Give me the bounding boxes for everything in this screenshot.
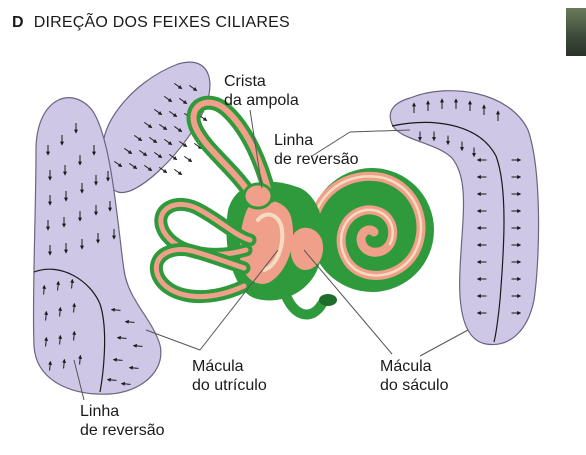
hair-bundle-arrow — [106, 377, 117, 382]
label-reversao-top-line2: de reversão — [274, 151, 359, 168]
leader-macula-saccule — [303, 249, 393, 355]
hair-bundle-arrow — [159, 166, 168, 174]
hair-bundle-arrow — [124, 147, 133, 155]
hair-bundle-arrow — [164, 95, 173, 103]
label-macula-saculo: Mácula do sáculo — [380, 357, 449, 395]
cochlear-duct-core — [308, 175, 423, 277]
hair-bundle-arrow — [174, 168, 183, 176]
utricle-arrows — [42, 123, 143, 386]
hair-bundle-arrow — [199, 114, 208, 122]
hair-bundle-arrow — [144, 164, 153, 172]
hair-bundle-arrow — [58, 334, 63, 345]
saccule-body — [290, 227, 324, 270]
utricle-highlight — [256, 212, 285, 272]
hair-bundle-arrow — [70, 278, 75, 289]
label-utriculo-line2: do utrículo — [192, 377, 267, 394]
hair-bundle-arrow — [139, 149, 148, 157]
hair-bundle-arrow — [174, 125, 183, 133]
hair-bundle-arrow — [169, 110, 178, 118]
hair-bundle-arrow — [112, 357, 123, 362]
hair-bundle-arrow — [62, 358, 67, 369]
ampulla — [242, 182, 274, 210]
label-crista-line1: Crista — [224, 73, 266, 90]
hair-bundle-arrow — [149, 136, 158, 144]
leader-macula-saccule-field — [419, 329, 469, 357]
lateral-canal-lumen — [153, 247, 247, 300]
saccule-arrows — [412, 98, 522, 315]
endolymphatic-sac — [319, 294, 337, 306]
hair-bundle-arrow — [44, 336, 49, 347]
hair-bundle-arrow — [179, 97, 188, 105]
hair-bundle-arrow — [44, 310, 49, 321]
hair-bundle-arrow — [129, 162, 138, 170]
hair-bundle-arrow — [114, 160, 123, 168]
hair-bundle-arrow — [128, 365, 139, 370]
hair-bundle-arrow — [154, 151, 163, 159]
hair-bundle-arrow — [154, 108, 163, 116]
label-macula-utriculo: Mácula do utrículo — [192, 357, 267, 395]
label-crista-line2: da ampola — [224, 92, 299, 109]
hair-bundle-arrow — [174, 82, 183, 90]
leader-reversal-top-field — [349, 129, 411, 133]
membranous-labyrinth — [149, 95, 434, 320]
hair-bundle-arrow — [159, 123, 168, 131]
hair-bundle-arrow — [120, 381, 131, 386]
panel-letter: D — [12, 14, 24, 31]
hair-bundle-arrow — [179, 140, 188, 148]
label-utriculo-line1: Mácula — [192, 358, 244, 375]
hair-bundle-arrow — [116, 335, 127, 340]
corner-thumbnail — [566, 8, 586, 56]
label-crista-ampola: Crista da ampola — [224, 72, 299, 110]
hair-bundle-arrow — [42, 284, 47, 295]
hair-bundle-arrow — [184, 155, 193, 163]
leader-macula-utricle-field — [145, 329, 201, 351]
hair-bundle-arrow — [56, 280, 61, 291]
endolymphatic-duct — [281, 291, 327, 320]
hair-bundle-arrow — [72, 302, 77, 313]
hair-bundle-arrow — [134, 134, 143, 142]
label-reversao-top-line1: Linha — [274, 132, 314, 149]
hair-bundle-arrow — [72, 330, 77, 341]
hair-bundle-arrow — [132, 343, 143, 348]
hair-bundle-arrow — [189, 84, 198, 92]
hair-bundle-arrow — [58, 306, 63, 317]
label-saculo-line1: Mácula — [380, 358, 432, 375]
leader-crista — [249, 109, 263, 189]
leader-reversal-top — [311, 131, 351, 157]
hair-bundle-arrow — [124, 319, 135, 324]
leader-macula-utricle — [199, 249, 279, 351]
hair-bundle-arrow — [194, 142, 203, 150]
title-text: DIREÇÃO DOS FEIXES CILIARES — [33, 14, 290, 31]
hair-bundle-arrow — [48, 360, 53, 371]
hair-bundle-arrow — [144, 121, 153, 129]
hair-bundle-arrow — [164, 138, 173, 146]
hair-bundle-arrow — [169, 153, 178, 161]
figure-title: D DIREÇÃO DOS FEIXES CILIARES — [12, 14, 290, 32]
hair-bundle-arrow — [110, 307, 121, 312]
label-reversao-bottom-line1: Linha — [80, 403, 120, 420]
hair-bundle-arrow — [78, 354, 83, 365]
label-saculo-line2: do sáculo — [380, 377, 449, 394]
leader-lines — [73, 109, 469, 401]
utricle-reversal-line — [33, 268, 106, 393]
leader-reversal-bottom — [73, 359, 85, 401]
label-reversao-bottom-line2: de reversão — [80, 422, 165, 439]
label-linha-reversao-top: Linha de reversão — [274, 131, 359, 169]
anterior-canal-lumen — [190, 99, 273, 203]
label-linha-reversao-bottom: Linha de reversão — [80, 402, 165, 440]
saccule-reversal-line — [391, 121, 505, 343]
